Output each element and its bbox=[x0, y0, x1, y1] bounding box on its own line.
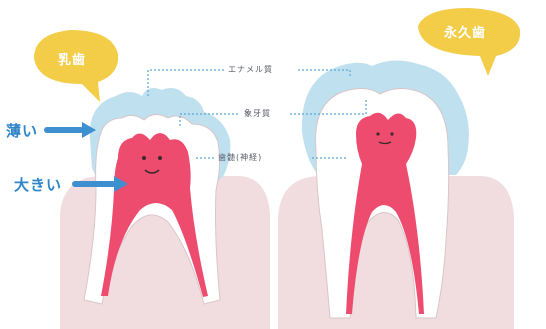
large-label: 大きい bbox=[14, 174, 62, 195]
permanent-teeth-bubble bbox=[418, 8, 520, 76]
enamel-label: エナメル質 bbox=[228, 64, 273, 75]
baby-teeth-label: 乳歯 bbox=[58, 49, 86, 68]
pulp-label: 歯髄(神経) bbox=[218, 152, 262, 163]
thin-arrow bbox=[44, 122, 96, 138]
permanent-teeth-label: 永久歯 bbox=[444, 22, 486, 41]
thin-label: 薄い bbox=[6, 120, 38, 141]
dentin-label: 象牙質 bbox=[244, 108, 271, 119]
